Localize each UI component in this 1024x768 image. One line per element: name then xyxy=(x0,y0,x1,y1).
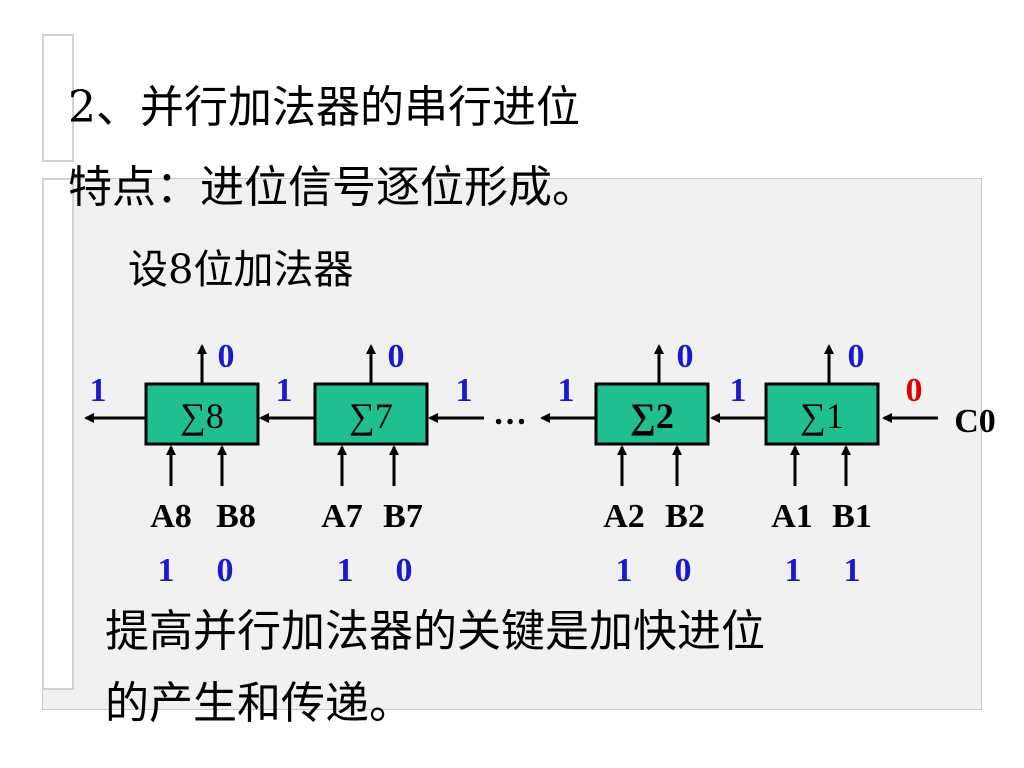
input-label-a8: A8 xyxy=(150,498,192,535)
input-label-a2: A2 xyxy=(603,498,645,535)
input-label-a1: A1 xyxy=(771,498,813,535)
input-label-a7: A7 xyxy=(321,498,363,535)
input-label-b7: B7 xyxy=(383,498,423,535)
sum-bit-8: 0 xyxy=(218,338,235,375)
left-accent-bar xyxy=(42,178,74,690)
conclusion-line-1: 提高并行加法器的关键是加快进位 xyxy=(105,606,765,657)
feature-line: 特点：进位信号逐位形成。 xyxy=(68,162,596,213)
adder-box-7 xyxy=(313,382,429,446)
input-label-b2: B2 xyxy=(665,498,705,535)
adder-box-8 xyxy=(144,382,260,446)
input-value-a7: 1 xyxy=(337,552,354,589)
carry-bit-out-8: 1 xyxy=(90,372,107,409)
sum-bit-1: 0 xyxy=(848,338,865,375)
ellipsis: … xyxy=(493,395,527,432)
input-value-a2: 1 xyxy=(616,552,633,589)
input-value-b8: 0 xyxy=(217,552,234,589)
input-value-b1: 1 xyxy=(844,552,861,589)
adder-box-1 xyxy=(764,382,880,446)
input-label-b8: B8 xyxy=(216,498,256,535)
carry-in-bit: 0 xyxy=(906,372,923,409)
input-value-a8: 1 xyxy=(158,552,175,589)
carry-bit-out-7: 1 xyxy=(276,372,293,409)
input-value-b2: 0 xyxy=(675,552,692,589)
carry-bit-into-7: 1 xyxy=(456,372,473,409)
adder-label-2: ∑2 xyxy=(630,396,674,436)
input-label-b1: B1 xyxy=(832,498,872,535)
conclusion-line-2: 的产生和传递。 xyxy=(105,678,413,729)
carry-bit-out-1: 1 xyxy=(730,372,747,409)
page-title: 2、并行加法器的串行进位 xyxy=(68,82,580,133)
intro-text: 设8位加法器 xyxy=(128,247,354,293)
input-value-a1: 1 xyxy=(785,552,802,589)
carry-in-label: C0 xyxy=(954,403,996,440)
adder-box-2 xyxy=(594,382,710,446)
adder-label-1: ∑1 xyxy=(800,396,844,436)
sum-bit-2: 0 xyxy=(677,338,694,375)
sum-bit-7: 0 xyxy=(388,338,405,375)
adder-label-8: ∑8 xyxy=(180,396,224,436)
carry-bit-out-2: 1 xyxy=(558,372,575,409)
adder-label-7: ∑7 xyxy=(349,396,393,436)
input-value-b7: 0 xyxy=(396,552,413,589)
left-accent-bar-top xyxy=(42,34,74,162)
